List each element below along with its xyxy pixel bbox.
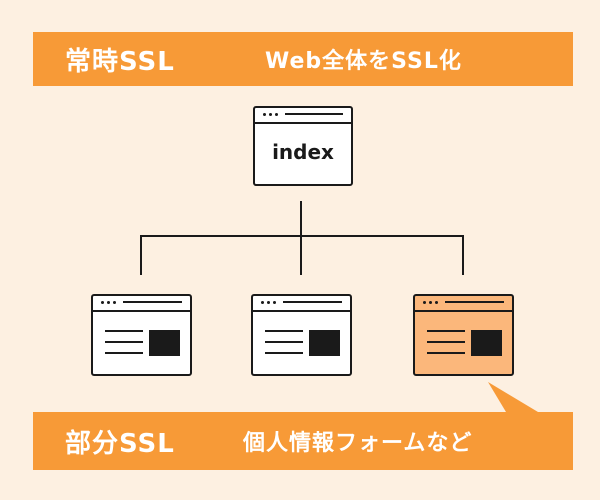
- window-dot: [275, 113, 278, 116]
- window-dot: [261, 301, 264, 304]
- partial-ssl-title: 部分SSL: [65, 428, 175, 459]
- window-address-line: [285, 113, 343, 115]
- always-on-ssl-banner: 常時SSL Web全体をSSL化: [33, 32, 573, 86]
- index-page-label: index: [272, 140, 334, 164]
- window-dot: [107, 301, 110, 304]
- window-dot: [113, 301, 116, 304]
- window-dot: [273, 301, 276, 304]
- index-page-window: index: [253, 106, 353, 186]
- partial-ssl-description: 個人情報フォームなど: [243, 431, 473, 456]
- child-page-window-2: [251, 294, 352, 376]
- child-page-window-3: [413, 294, 514, 376]
- text-line: [427, 341, 465, 343]
- text-line: [427, 330, 465, 332]
- text-line: [105, 352, 143, 354]
- window-dot: [435, 301, 438, 304]
- window-dot: [267, 301, 270, 304]
- text-line: [105, 330, 143, 332]
- window-titlebar: [253, 296, 350, 312]
- window-address-line: [445, 301, 504, 303]
- window-titlebar: [255, 108, 351, 124]
- callout-tail: [488, 382, 538, 412]
- partial-ssl-banner: 部分SSL 個人情報フォームなど: [33, 412, 573, 470]
- window-dot: [101, 301, 104, 304]
- window-address-line: [123, 301, 182, 303]
- text-line: [427, 352, 465, 354]
- window-dot: [269, 113, 272, 116]
- text-line: [105, 341, 143, 343]
- text-line: [265, 341, 303, 343]
- window-dot: [423, 301, 426, 304]
- window-titlebar: [93, 296, 190, 312]
- always-on-ssl-title: 常時SSL: [65, 46, 175, 77]
- image-block: [309, 330, 340, 356]
- child-page-window-1: [91, 294, 192, 376]
- image-block: [471, 330, 502, 356]
- window-titlebar: [415, 296, 512, 312]
- text-line: [265, 330, 303, 332]
- window-address-line: [283, 301, 342, 303]
- always-on-ssl-description: Web全体をSSL化: [265, 49, 462, 74]
- text-line: [265, 352, 303, 354]
- window-dot: [263, 113, 266, 116]
- window-dot: [429, 301, 432, 304]
- image-block: [149, 330, 180, 356]
